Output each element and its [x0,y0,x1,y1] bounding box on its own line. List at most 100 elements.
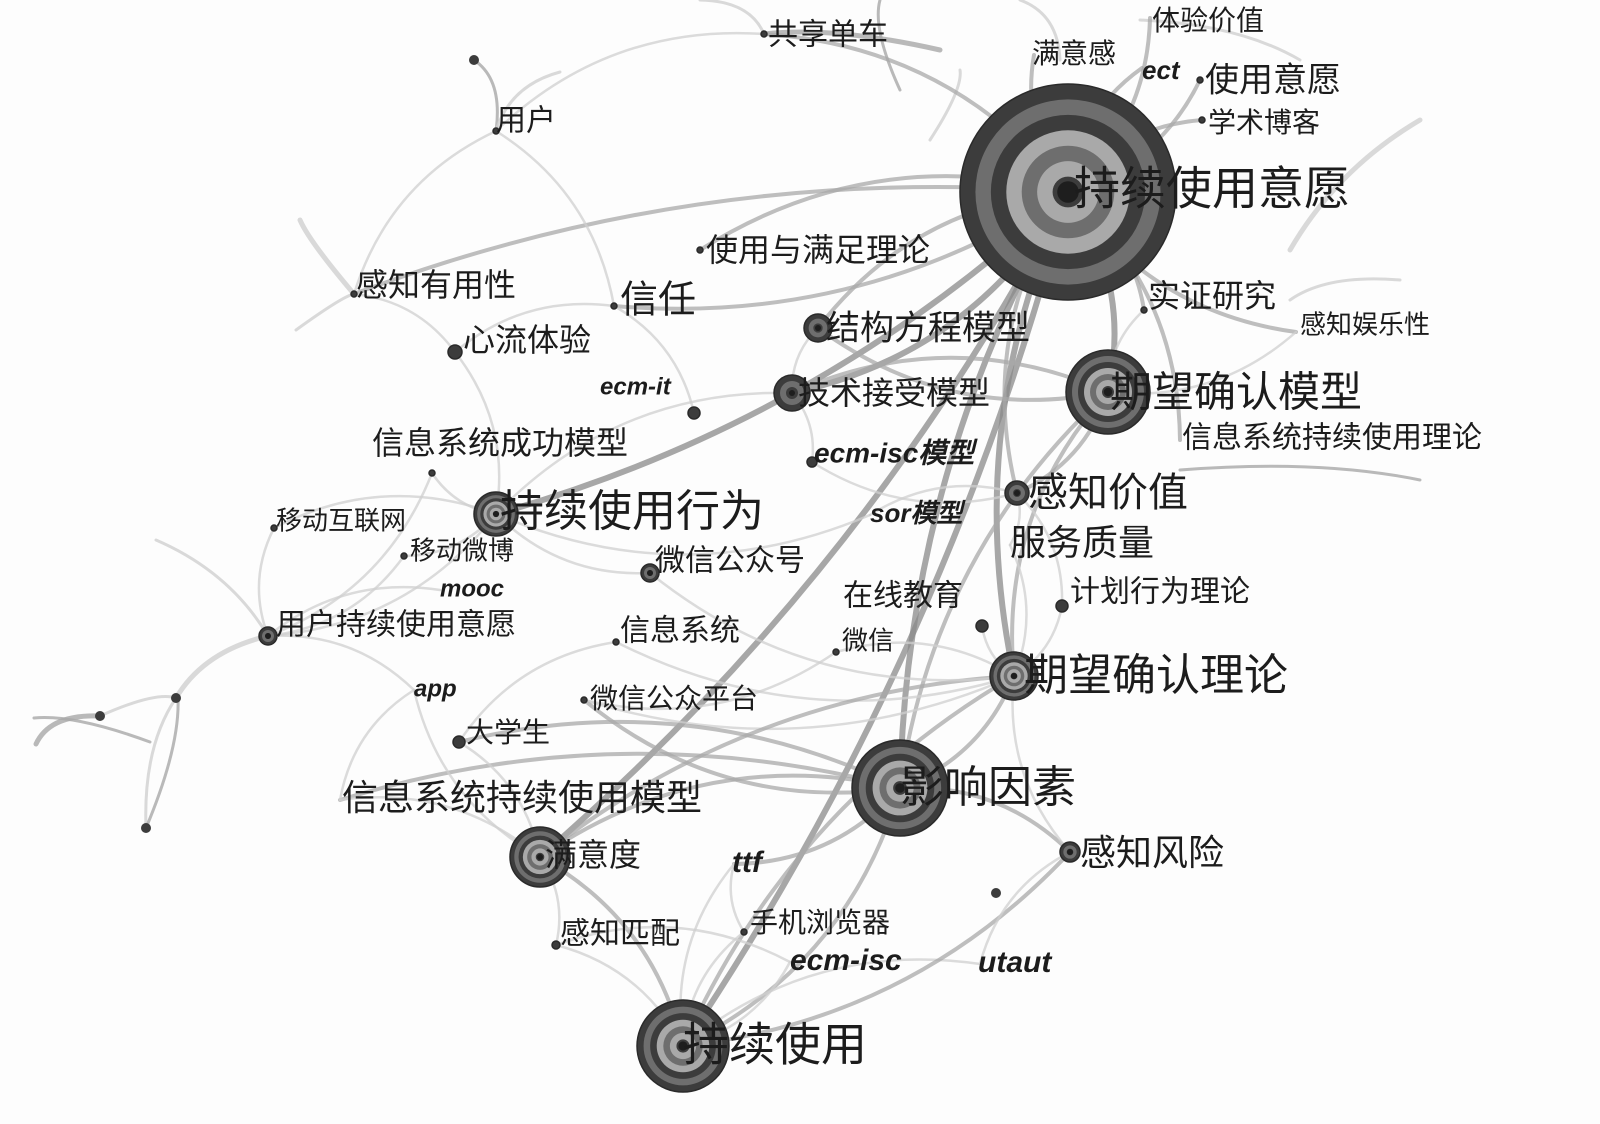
node-ring [551,940,561,950]
stray-edge [1178,464,1422,482]
stray-edge [1287,117,1423,253]
network-node-n41 [580,696,588,704]
node-ring [270,524,278,532]
network-edge-n34-n37 [266,585,442,638]
stray-edge [294,292,356,332]
node-label-n18: 学术博客 [1208,106,1320,139]
network-edge-n29-n06 [494,512,872,556]
stray-edge [144,696,178,830]
node-label-n36: 计划行为理论 [1070,575,1250,610]
network-node-n36 [1055,599,1069,613]
node-label-n37: 用户持续使用意愿 [276,608,516,643]
network-edge-n06-n37 [266,512,498,638]
node-label-n48: utaut [978,946,1053,979]
network-edge-n02-n04 [898,390,1110,790]
stray-edge [144,696,180,830]
node-core [789,390,795,396]
network-node-n30 [270,524,278,532]
network-edge-n04-n42 [457,719,902,790]
node-label-n14: 满意感 [1032,37,1116,70]
network-node-n18 [1198,116,1206,124]
network-edge-n04-n07 [538,773,902,859]
network-edge-n38-n42 [457,640,618,744]
node-core [1057,181,1079,203]
stray-edge [32,716,152,744]
node-label-n44: ttf [732,846,765,879]
node-ring [760,30,768,38]
node-label-n15: 体验价值 [1152,4,1264,37]
network-edge-n40-n43 [338,688,416,802]
node-label-n29: sor模型 [870,498,966,528]
node-label-n09: 技术接受模型 [798,374,990,412]
network-edge-n01-n07 [537,189,1071,860]
node-label-n27: 信息系统持续使用理论 [1182,421,1482,456]
node-core [815,325,821,331]
network-node-n37 [258,626,278,646]
network-edge-n30-n37 [257,526,276,638]
stray-edge [761,29,943,53]
stray-edge [494,70,562,133]
node-label-n17: 使用意愿 [1205,61,1341,101]
node-label-n20: 感知有用性 [356,266,516,304]
node-label-n40: app [414,675,457,702]
node-ring [447,344,463,360]
stray-node-dot [171,693,181,703]
node-core [1011,673,1017,679]
node-ring [1196,76,1204,84]
network-edge-n13-n20 [352,129,498,296]
network-edge-n02-n09 [790,355,1110,395]
node-label-n35: 在线教育 [843,579,963,614]
network-edge-n01-n05 [680,189,1071,1049]
network-edge-n03-n05 [681,674,1016,1048]
node-label-n43: 信息系统持续使用模型 [342,778,702,819]
stray-edge-layer [32,0,1423,898]
network-node-n26 [428,469,436,477]
network-node-n38 [612,638,620,646]
network-edge-n20-n22 [352,292,457,354]
node-label-n38: 信息系统 [620,614,740,649]
network-node-n32 [640,563,660,583]
network-node-n08 [803,313,833,343]
stray-edge [876,0,902,92]
stray-node-dot [991,888,1001,898]
stray-edge [698,0,766,36]
network-node-n02 [1065,349,1151,435]
network-node-n22 [447,344,463,360]
node-label-n19: 使用与满足理论 [706,231,930,269]
network-node-n11 [1059,841,1081,863]
node-label-n42: 大学生 [466,716,550,749]
node-label-n01: 持续使用意愿 [1074,162,1350,216]
node-label-n25: ecm-it [600,373,672,400]
node-label-n13: 用户 [496,104,556,139]
stray-edge [33,713,103,747]
node-label-n34: mooc [440,575,504,602]
network-node-n05 [636,999,730,1093]
network-node-n06 [473,491,519,537]
network-node-n10 [1004,480,1030,506]
network-edge-n13-n21 [494,129,616,308]
node-label-n45: 感知匹配 [560,917,680,952]
node-ring [610,302,618,310]
node-label-n26: 信息系统成功模型 [372,424,628,462]
network-edge-n05-n11 [681,850,1072,1048]
network-node-n03 [989,651,1039,701]
node-label-n12: 共享单车 [768,18,888,53]
node-ring [492,127,500,135]
network-edge-n10-n28 [810,460,1019,504]
network-edge-n10-n29 [868,484,1019,517]
node-label-n22: 心流体验 [463,321,591,359]
node-core [1067,849,1073,855]
network-node-n09 [773,374,811,412]
network-edge-n11-n48 [978,850,1072,966]
node-ring [740,928,748,936]
node-label-n39: 微信 [842,627,894,657]
node-label-n07: 满意度 [545,836,641,874]
node-label-n21: 信任 [620,278,696,322]
node-label-n23: 实证研究 [1148,277,1276,315]
network-edge-n03-n38 [614,640,1016,702]
stray-edge [472,58,499,133]
node-ring [975,619,989,633]
node-ring [612,638,620,646]
